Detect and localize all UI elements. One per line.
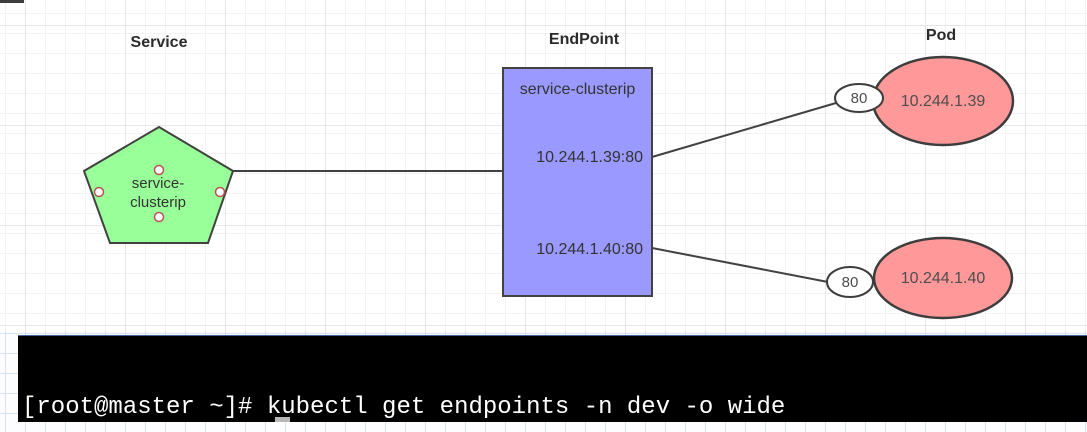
pod2-port-label: 80 [841, 274, 859, 291]
connection-handle-right[interactable] [214, 186, 226, 198]
pod2-ip-label: 10.244.1.40 [900, 270, 986, 287]
endpoint-row-2: 10.244.1.40:80 [536, 241, 643, 258]
endpoint-group-label: EndPoint [548, 31, 620, 48]
terminal-command-line: [root@master ~]# kubectl get endpoints -… [22, 394, 786, 421]
endpoint-rect-node[interactable] [502, 67, 653, 297]
endpoint-node-title: service-clusterip [519, 81, 636, 98]
connection-handle-bottom[interactable] [153, 211, 165, 223]
service-pentagon-node[interactable] [82, 125, 235, 244]
connection-handle-top[interactable] [153, 164, 165, 176]
pod1-port-ellipse[interactable] [834, 83, 884, 113]
connection-handle-left[interactable] [93, 186, 105, 198]
terminal-window[interactable]: [root@master ~]# kubectl get endpoints -… [18, 335, 1087, 422]
endpoint-row-1: 10.244.1.39:80 [536, 149, 643, 166]
service-group-label: Service [130, 34, 188, 51]
pod-group-label: Pod [925, 27, 957, 44]
pod1-ip-label: 10.244.1.39 [900, 93, 986, 110]
edge-endpoint-to-pod1[interactable] [651, 102, 837, 158]
pod2-ellipse-node[interactable] [872, 236, 1014, 320]
pod2-port-ellipse[interactable] [826, 266, 874, 298]
corner-mark [0, 0, 24, 3]
edge-endpoint-to-pod2[interactable] [651, 247, 829, 283]
pod1-port-label: 80 [850, 90, 868, 107]
terminal-cursor [275, 417, 290, 422]
service-node-name: service- clusterip [130, 175, 186, 211]
